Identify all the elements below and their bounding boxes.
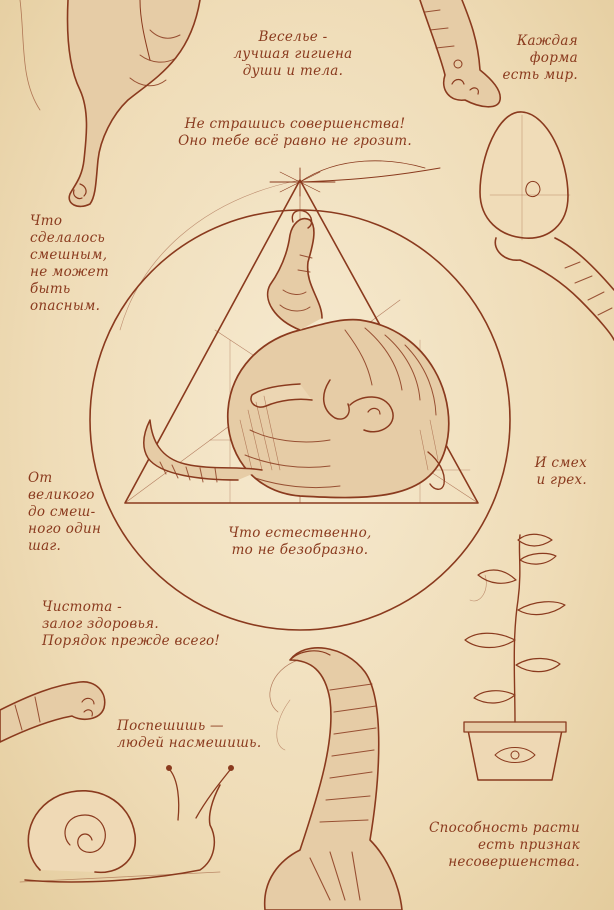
quote-great-to-funny: От великого до смеш- ного один шаг.	[28, 470, 102, 554]
quote-perfection: Не страшись совершенства! Оно тебе всё р…	[178, 116, 412, 149]
cat-paw-illustration	[419, 0, 501, 108]
quote-fun-hygiene: Веселье - лучшая гигиена души и тела.	[233, 29, 353, 79]
quote-natural: Что естественно, то не безобразно.	[228, 525, 372, 558]
quote-each-form: Каждая форма есть мир.	[502, 33, 578, 83]
cat-tail-illustration	[263, 647, 403, 910]
plant-in-pot-illustration	[463, 533, 567, 781]
quote-cleanliness: Чистота - залог здоровья. Порядок прежде…	[42, 599, 221, 649]
cat-curled-in-triangle	[143, 209, 450, 499]
snail-illustration	[19, 765, 234, 883]
quote-funny-safe: Что сделалось смешным, не может быть опа…	[30, 213, 110, 314]
quote-hurry: Поспешишь — людей насмешишь.	[117, 718, 262, 751]
quote-laugh-sin: И смех и грех.	[534, 455, 587, 488]
cat-paw-reaching-illustration	[0, 681, 106, 743]
egg-on-paw-illustration	[479, 111, 614, 341]
cat-hind-leg-illustration	[19, 0, 201, 208]
quote-growth: Способность расти есть признак несоверше…	[429, 820, 580, 870]
